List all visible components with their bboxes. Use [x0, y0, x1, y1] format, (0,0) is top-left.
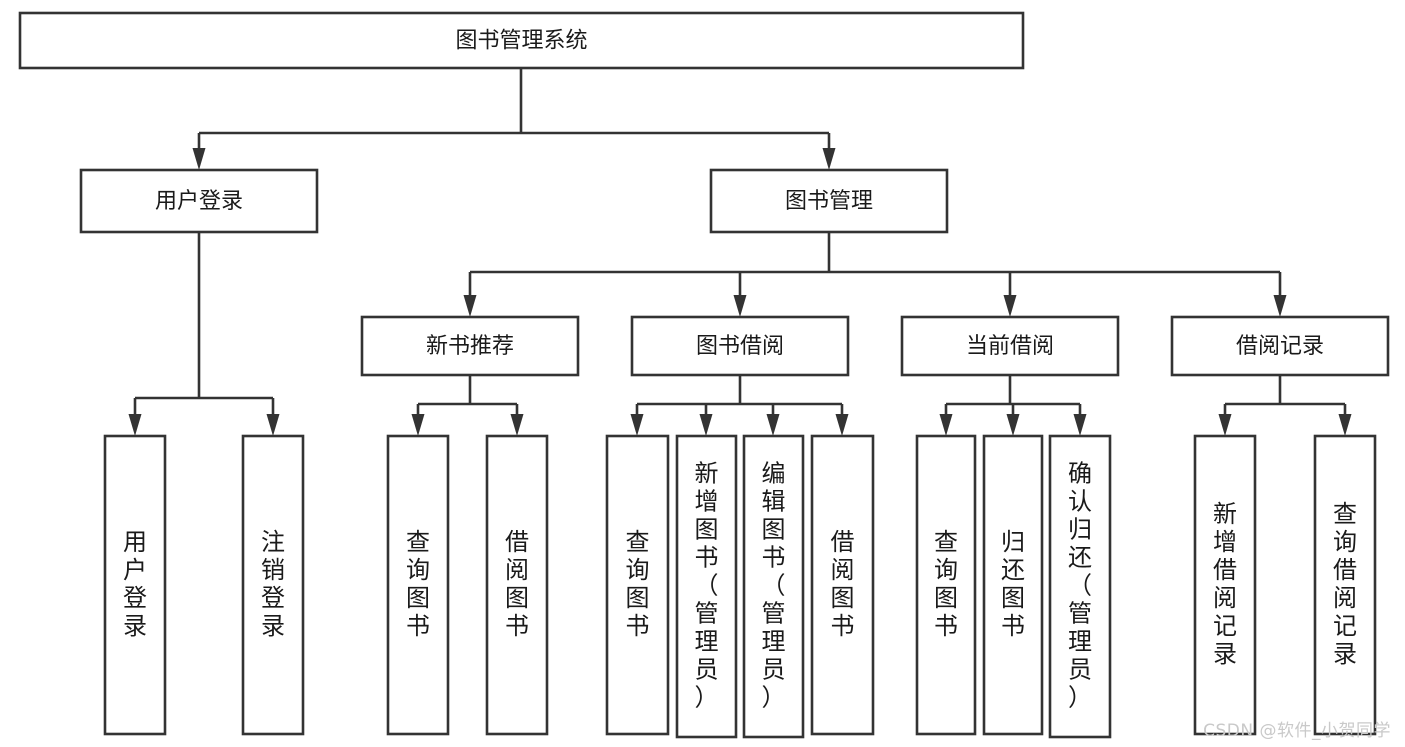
- node-box[interactable]: [1170, 315, 1390, 377]
- node-label: 借阅记录: [1236, 334, 1324, 359]
- connector-group-root-to-level2: [192, 68, 836, 170]
- node-box[interactable]: [103, 434, 167, 736]
- node-label: 查询图书: [626, 528, 650, 640]
- connector-group-record-to-leaves: [1218, 375, 1352, 436]
- node-box[interactable]: [742, 434, 805, 739]
- node-label: 借阅图书: [505, 528, 529, 640]
- connector-group-recommend-to-leaves: [411, 375, 524, 436]
- node-root[interactable]: 图书管理系统: [18, 11, 1025, 70]
- node-leaf-query-book-borrow[interactable]: 查询图书: [605, 434, 670, 736]
- node-box[interactable]: [1313, 434, 1377, 736]
- arrow-head-icon: [699, 414, 713, 436]
- node-box[interactable]: [1048, 434, 1112, 739]
- connector-group-book-manage-to-level3: [463, 232, 1287, 317]
- arrow-head-icon: [192, 148, 206, 170]
- node-box[interactable]: [79, 168, 319, 234]
- node-box[interactable]: [485, 434, 549, 736]
- node-box[interactable]: [900, 315, 1120, 377]
- node-box[interactable]: [360, 315, 580, 377]
- node-box[interactable]: [241, 434, 305, 736]
- node-layer: 图书管理系统用户登录图书管理新书推荐图书借阅当前借阅借阅记录用户登录注销登录查询…: [18, 11, 1390, 739]
- node-box[interactable]: [709, 168, 949, 234]
- watermark-label: CSDN @软件_小贺同学: [1203, 721, 1391, 741]
- node-label: 确认归还（管理员）: [1068, 460, 1092, 712]
- node-box[interactable]: [630, 315, 850, 377]
- arrow-head-icon: [266, 414, 280, 436]
- arrow-head-icon: [630, 414, 644, 436]
- node-label: 新增图书（管理员）: [695, 460, 719, 712]
- node-leaf-add-borrow-record[interactable]: 新增借阅记录: [1193, 434, 1257, 736]
- node-box[interactable]: [810, 434, 875, 736]
- node-box[interactable]: [1193, 434, 1257, 736]
- node-leaf-confirm-return-admin[interactable]: 确认归还（管理员）: [1048, 434, 1112, 739]
- node-label: 用户登录: [155, 189, 243, 214]
- node-label: 图书管理: [785, 189, 873, 214]
- node-leaf-query-book-rec[interactable]: 查询图书: [386, 434, 450, 736]
- node-new-book-recommend[interactable]: 新书推荐: [360, 315, 580, 377]
- arrow-head-icon: [411, 414, 425, 436]
- node-leaf-borrow-book[interactable]: 借阅图书: [810, 434, 875, 736]
- node-box[interactable]: [675, 434, 738, 739]
- node-box[interactable]: [386, 434, 450, 736]
- node-label: 用户登录: [123, 528, 147, 640]
- arrow-head-icon: [128, 414, 142, 436]
- arrow-head-icon: [1273, 295, 1287, 317]
- connector-group-current-to-leaves: [939, 375, 1087, 436]
- node-leaf-user-login[interactable]: 用户登录: [103, 434, 167, 736]
- arrow-head-icon: [463, 295, 477, 317]
- node-book-manage[interactable]: 图书管理: [709, 168, 949, 234]
- node-leaf-query-book-current[interactable]: 查询图书: [915, 434, 977, 736]
- node-box[interactable]: [18, 11, 1025, 70]
- node-box[interactable]: [982, 434, 1044, 736]
- node-current-borrow[interactable]: 当前借阅: [900, 315, 1120, 377]
- arrow-head-icon: [1218, 414, 1232, 436]
- node-label: 查询图书: [934, 528, 958, 640]
- node-label: 查询图书: [406, 528, 430, 640]
- arrow-head-icon: [1338, 414, 1352, 436]
- node-box[interactable]: [915, 434, 977, 736]
- arrow-head-icon: [1003, 295, 1017, 317]
- connector-group-user-login-to-leaves: [128, 232, 280, 436]
- node-box[interactable]: [605, 434, 670, 736]
- arrow-head-icon: [766, 414, 780, 436]
- node-leaf-edit-book-admin[interactable]: 编辑图书（管理员）: [742, 434, 805, 739]
- node-leaf-borrow-book-rec[interactable]: 借阅图书: [485, 434, 549, 736]
- arrow-head-icon: [1006, 414, 1020, 436]
- node-label: 归还图书: [1001, 528, 1025, 640]
- arrow-head-icon: [510, 414, 524, 436]
- node-leaf-add-book-admin[interactable]: 新增图书（管理员）: [675, 434, 738, 739]
- node-leaf-query-borrow-record[interactable]: 查询借阅记录: [1313, 434, 1377, 736]
- node-label: 当前借阅: [966, 334, 1054, 359]
- node-label: 注销登录: [261, 528, 285, 640]
- node-label: 新增借阅记录: [1213, 500, 1237, 668]
- node-label: 查询借阅记录: [1333, 500, 1357, 668]
- node-book-borrow[interactable]: 图书借阅: [630, 315, 850, 377]
- node-leaf-return-book[interactable]: 归还图书: [982, 434, 1044, 736]
- connector-layer: [128, 68, 1352, 436]
- node-label: 新书推荐: [426, 334, 514, 359]
- arrow-head-icon: [822, 148, 836, 170]
- arrow-head-icon: [835, 414, 849, 436]
- node-leaf-user-logout[interactable]: 注销登录: [241, 434, 305, 736]
- node-label: 图书管理系统: [455, 29, 587, 54]
- arrow-head-icon: [1073, 414, 1087, 436]
- node-label: 图书借阅: [696, 334, 784, 359]
- arrow-head-icon: [733, 295, 747, 317]
- connector-group-borrow-to-leaves: [630, 375, 849, 436]
- node-label: 借阅图书: [831, 528, 855, 640]
- arrow-head-icon: [939, 414, 953, 436]
- node-user-login[interactable]: 用户登录: [79, 168, 319, 234]
- node-label: 编辑图书（管理员）: [762, 460, 786, 712]
- node-borrow-record[interactable]: 借阅记录: [1170, 315, 1390, 377]
